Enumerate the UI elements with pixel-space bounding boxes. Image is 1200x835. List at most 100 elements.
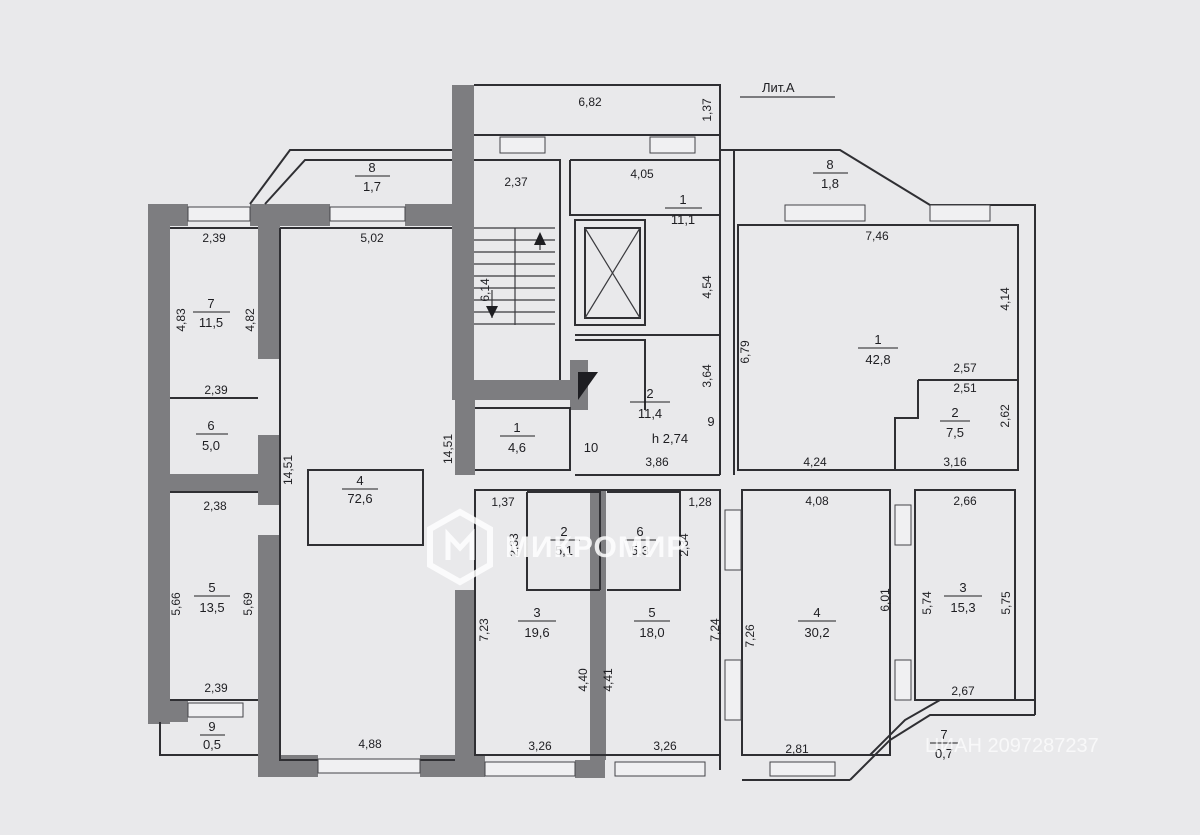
dimension-labels: 6,82 2,37 4,05 5,02 7,46 2,39 2,39 2,57 … xyxy=(169,95,1013,756)
dimension-label: 2,34 xyxy=(677,533,691,557)
dimension-label: 6,01 xyxy=(878,588,892,612)
shaft-icon xyxy=(578,372,598,400)
room-area: 1,7 xyxy=(363,179,381,194)
dimension-label: 15,3 xyxy=(950,600,975,615)
dimension-label: 8 xyxy=(826,157,833,172)
dimension-label: 5,1 xyxy=(555,543,573,558)
dimension-label: 3,26 xyxy=(528,739,552,753)
room-1-big: 1 42,8 xyxy=(858,332,898,367)
dimension-label: 14,51 xyxy=(281,455,295,485)
dimension-label: 3,16 xyxy=(943,455,967,469)
stair-icon xyxy=(474,227,555,325)
room-number: 8 xyxy=(368,160,375,175)
dimension-label: 4,40 xyxy=(576,668,590,692)
label-10: 10 xyxy=(584,440,598,455)
dimension-label: 2 xyxy=(646,386,653,401)
dimension-label: 5,66 xyxy=(169,592,183,616)
room-6-left: 6 5,0 xyxy=(196,418,228,453)
dimension-label: 5,3 xyxy=(631,543,649,558)
room-7-right: 7 0,7 xyxy=(930,727,958,761)
dimension-label: 14,51 xyxy=(441,434,455,464)
dimension-label: 11,1 xyxy=(671,212,695,227)
watermark-id: ЦИАН 2097287237 xyxy=(925,735,1099,757)
dimension-label: 72,6 xyxy=(347,491,372,506)
dimension-label: 3,64 xyxy=(700,364,714,388)
elevator-icon xyxy=(584,227,641,319)
room-2-wc: 2 5,1 xyxy=(550,524,580,558)
dimension-label: 2,37 xyxy=(504,175,528,189)
dimension-label: 7,23 xyxy=(477,618,491,642)
room-8-right: 8 1,8 xyxy=(813,157,848,191)
letter-label: Лит.А xyxy=(762,80,795,95)
dimension-label: 2,81 xyxy=(785,742,809,756)
dimension-label: 11,4 xyxy=(638,406,662,421)
room-7-left: 7 11,5 xyxy=(193,296,230,330)
dimension-label: 4 xyxy=(356,473,363,488)
room-5-mid: 5 18,0 xyxy=(634,605,670,640)
room-9-left: 9 0,5 xyxy=(200,719,225,752)
room-1-small: 1 4,6 xyxy=(500,420,535,455)
dimension-label: 2,57 xyxy=(953,361,977,375)
dimension-label: 4,54 xyxy=(700,275,714,299)
dimension-label: 3 xyxy=(959,580,966,595)
dimension-label: 5,0 xyxy=(202,438,220,453)
dimension-label: 1 xyxy=(513,420,520,435)
dimension-label: 2,62 xyxy=(998,404,1012,428)
dimension-label: 5,74 xyxy=(920,591,934,615)
room-2-right: 2 7,5 xyxy=(940,405,970,440)
dimension-label: h 2,74 xyxy=(652,431,688,446)
dimension-label: 18,0 xyxy=(639,625,664,640)
room-4-hall: 4 72,6 xyxy=(342,473,378,506)
dimension-label: 11,5 xyxy=(199,315,223,330)
dimension-label: 4,88 xyxy=(358,737,382,751)
dimension-label: 13,5 xyxy=(199,600,224,615)
building-letter: Лит.А xyxy=(740,80,835,98)
dimension-label: 4,6 xyxy=(508,440,526,455)
dimension-label: 4,24 xyxy=(803,455,827,469)
dimension-label: 5 xyxy=(648,605,655,620)
room-2-mid: 2 11,4 h 2,74 xyxy=(630,386,688,446)
dimension-label: 2,66 xyxy=(953,494,977,508)
dimension-label: 2,33 xyxy=(507,533,521,557)
dimension-label: 7,26 xyxy=(743,624,757,648)
dimension-label: 42,8 xyxy=(865,352,890,367)
dimension-label: 2,39 xyxy=(204,383,228,397)
dimension-label: 9 xyxy=(208,719,215,734)
dimension-label: 30,2 xyxy=(804,625,829,640)
watermark: МИКРОМИР ЦИАН 2097287237 xyxy=(427,508,1099,757)
room-4-right: 4 30,2 xyxy=(798,605,836,640)
dimension-label: 1,37 xyxy=(700,98,714,122)
dimension-label: 1,28 xyxy=(688,495,712,509)
dimension-label: 2,51 xyxy=(953,381,977,395)
dimension-label: 6 xyxy=(636,524,643,539)
dimension-label: 1,8 xyxy=(821,176,839,191)
dimension-label: 4,14 xyxy=(998,287,1012,311)
dimension-label: 7,24 xyxy=(708,618,722,642)
label-9: 9 xyxy=(707,414,714,429)
dimension-label: 6,82 xyxy=(578,95,602,109)
dimension-label: 2 xyxy=(951,405,958,420)
dimension-label: 1 xyxy=(679,192,686,207)
dimension-label: 7,5 xyxy=(946,425,964,440)
dimension-label: 7 xyxy=(207,296,214,311)
dimension-label: 3,26 xyxy=(653,739,677,753)
dimension-label: 1,37 xyxy=(491,495,515,509)
dimension-label: 0,5 xyxy=(203,737,221,752)
dimension-label: 3,86 xyxy=(645,455,669,469)
dimension-label: 3 xyxy=(533,605,540,620)
windows xyxy=(187,136,991,777)
room-6-wc: 6 5,3 xyxy=(625,524,656,558)
dimension-label: 5 xyxy=(208,580,215,595)
room-5-left: 5 13,5 xyxy=(194,580,230,615)
dimension-label: 7 xyxy=(940,727,947,742)
dimension-label: 6 xyxy=(207,418,214,433)
dimension-label: 2,39 xyxy=(202,231,226,245)
room-3-right: 3 15,3 xyxy=(944,580,982,615)
dimension-label: 4,08 xyxy=(805,494,829,508)
dimension-label: 4,41 xyxy=(601,668,615,692)
dimension-label: 4,05 xyxy=(630,167,654,181)
dimension-label: 2,67 xyxy=(951,684,975,698)
room-1-stair: 1 11,1 xyxy=(665,192,702,227)
